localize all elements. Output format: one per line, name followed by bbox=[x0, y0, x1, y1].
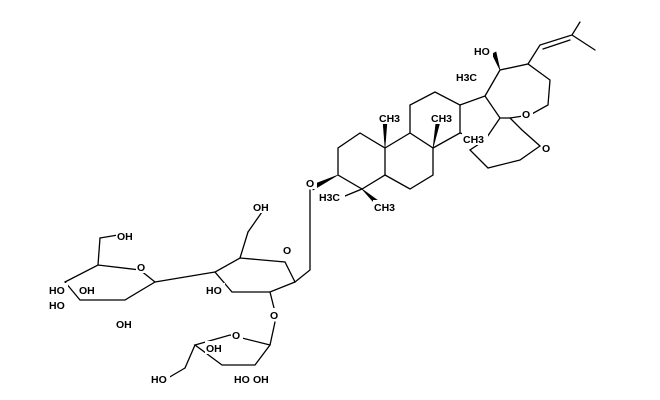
glucose-right-ring bbox=[213, 257, 296, 293]
label-h3c-c4: H3C bbox=[319, 192, 340, 204]
atom-labels: HO H3C O O CH3 CH3 O H3C CH3 OH OH O O H… bbox=[48, 44, 553, 386]
glycosidic-link bbox=[294, 189, 311, 283]
label-ho-ring-e: HO bbox=[474, 46, 490, 58]
label-h3c-c20: H3C bbox=[456, 72, 477, 84]
side-chain-double bbox=[542, 39, 571, 50]
ring-e bbox=[484, 63, 551, 119]
glucose-right-ch2oh bbox=[247, 211, 263, 233]
wedge-c20-oh bbox=[491, 51, 501, 71]
glucose-left-ch2oh bbox=[99, 234, 119, 239]
bridge-ring bbox=[468, 117, 542, 169]
label-oh-glc-left-d: OH bbox=[116, 319, 132, 331]
label-ho-glc-right: HO bbox=[206, 285, 222, 297]
label-ho-glc-left-c: HO bbox=[49, 300, 65, 312]
label-oh-glc-right-ch2: OH bbox=[253, 202, 269, 214]
side-chain-methyl bbox=[571, 34, 596, 51]
label-oh-arabinose-a: OH bbox=[206, 343, 222, 355]
side-chain bbox=[527, 21, 581, 65]
ring-c bbox=[409, 91, 461, 149]
ring-b bbox=[384, 132, 434, 190]
arabinose-ch2 bbox=[184, 344, 196, 369]
ring-a bbox=[337, 132, 386, 190]
label-o-bridge: O bbox=[542, 143, 550, 155]
label-ho-arabinose-b: HO bbox=[234, 374, 250, 386]
label-o-ring-e: O bbox=[522, 109, 530, 121]
c4-methyl-a bbox=[344, 188, 363, 197]
bond-network bbox=[63, 21, 596, 379]
label-oh-glc-left-b: OH bbox=[79, 285, 95, 297]
label-o-arabinose-link: O bbox=[270, 310, 278, 322]
label-ho-glc-left-a: HO bbox=[49, 285, 65, 297]
label-ch3-c8: CH3 bbox=[431, 113, 452, 125]
arabinose-link-b bbox=[269, 321, 276, 346]
label-oh-arabinose-c: OH bbox=[253, 374, 269, 386]
label-o-arabinose-ring: O bbox=[232, 330, 240, 342]
label-o-glycosidic: O bbox=[306, 178, 314, 190]
arabinose-ch2oh bbox=[167, 367, 186, 379]
label-ho-arabinose-ch2: HO bbox=[151, 374, 167, 386]
wedge-c10-ch3 bbox=[382, 121, 388, 149]
label-ch3-c10: CH3 bbox=[379, 113, 400, 125]
label-ch3-c4: CH3 bbox=[374, 202, 395, 214]
glucose-left-c5 bbox=[97, 237, 101, 266]
glucose-glucose-link bbox=[154, 271, 216, 283]
label-o-glc-right-ring: O bbox=[283, 245, 291, 257]
label-oh-glc-left-ch2: OH bbox=[117, 231, 133, 243]
glucose-right-c5 bbox=[239, 231, 249, 259]
label-o-glc-left-ring: O bbox=[137, 262, 145, 274]
label-ch3-c14: CH3 bbox=[463, 134, 484, 146]
